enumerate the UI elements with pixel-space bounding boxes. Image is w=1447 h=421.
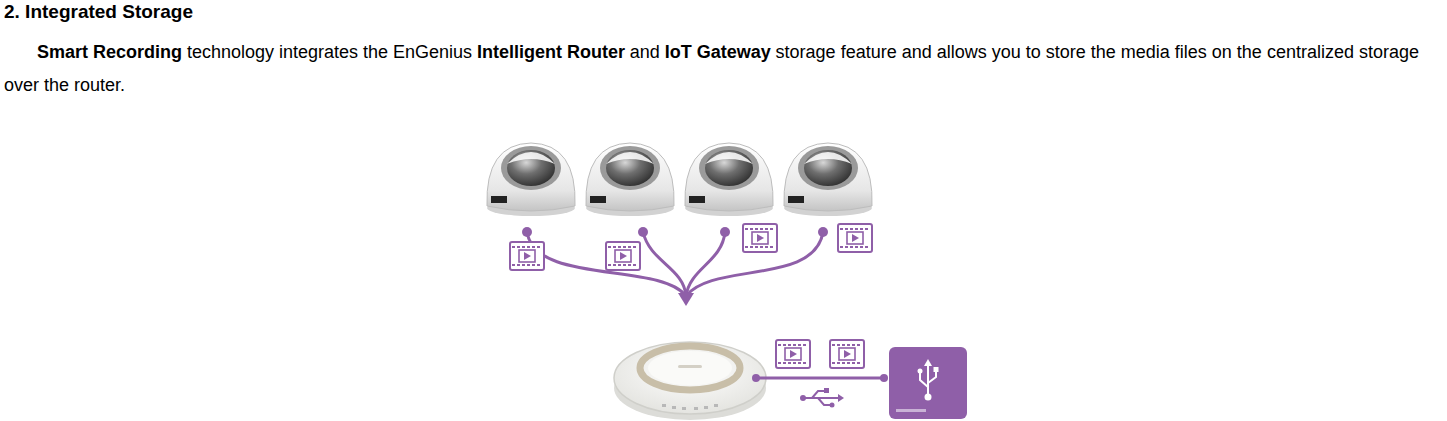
router-leds (662, 404, 718, 410)
video-icon (743, 224, 777, 252)
line-dot (638, 227, 648, 237)
video-icon (510, 242, 544, 270)
usb-symbol-dot (830, 403, 835, 408)
flow-line (643, 232, 686, 296)
router-logo (678, 365, 702, 368)
usb-symbol-square (824, 388, 829, 393)
body-text: and (630, 42, 660, 62)
flow-line (686, 232, 725, 296)
router-top (648, 351, 732, 385)
video-icon (776, 340, 810, 368)
video-icon (830, 340, 864, 368)
drive-usb-dot (918, 369, 923, 374)
body-paragraph: Smart Recordingtechnology integrates the… (4, 36, 1440, 102)
flow-lines (527, 232, 823, 296)
drive-body (889, 347, 967, 419)
usb-drive (889, 347, 967, 419)
bold-term: Intelligent Router (477, 42, 625, 62)
drive-usb-square (934, 367, 939, 372)
drive-usb-arrow (924, 359, 932, 366)
section-heading: 2. Integrated Storage (4, 0, 193, 24)
drive-usb-dot (925, 394, 932, 401)
camera-icon (586, 143, 674, 216)
bold-term: Smart Recording (37, 42, 182, 62)
router-icon (614, 342, 766, 420)
video-icon (606, 242, 640, 270)
usb-link (756, 377, 884, 380)
usb-symbol-arrow (838, 394, 844, 402)
camera-icon (685, 143, 773, 216)
line-dots (522, 227, 828, 237)
camera-icon (487, 143, 575, 216)
line-dot (818, 227, 828, 237)
router-ring (640, 346, 740, 390)
line-dot (720, 227, 730, 237)
camera-icon (784, 143, 872, 216)
video-icon (838, 224, 872, 252)
line-dot (752, 374, 760, 382)
usb-symbol-dot (800, 395, 806, 401)
flow-line (527, 232, 686, 296)
drive-slot (896, 409, 926, 412)
bold-term: IoT Gateway (665, 42, 771, 62)
line-dot (880, 374, 888, 382)
router-body (614, 342, 766, 414)
body-text: technology integrates the EnGenius (187, 42, 472, 62)
arrow-head (678, 293, 694, 306)
line-dot (522, 227, 532, 237)
